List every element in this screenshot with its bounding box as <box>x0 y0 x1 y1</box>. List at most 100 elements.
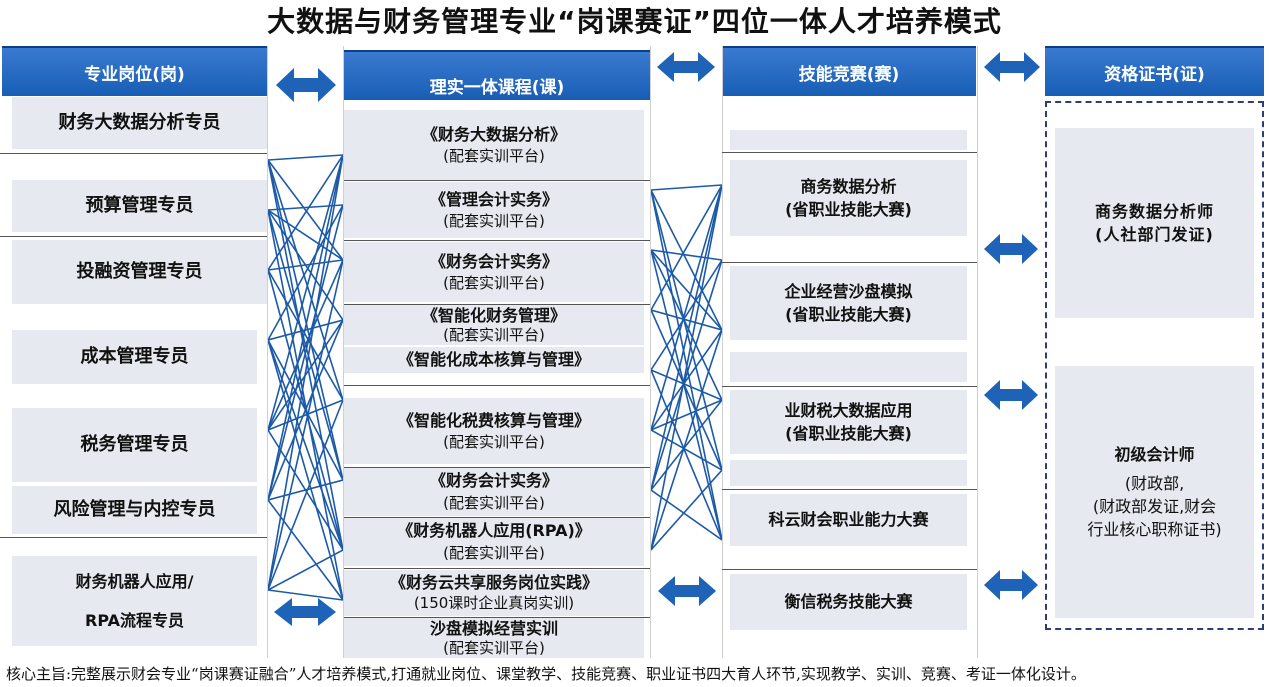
course-item: 《智能化财务管理》(配套实训平台) <box>344 305 644 345</box>
connection-line <box>268 259 343 591</box>
job-item: 成本管理专员 <box>12 330 257 384</box>
connection-line <box>268 159 343 481</box>
connection-line <box>651 259 722 371</box>
connection-line <box>651 489 722 541</box>
contest-item: 业财税大数据应用(省职业技能大赛) <box>730 390 967 454</box>
job-item: 投融资管理专员 <box>12 240 267 304</box>
course-item: 《管理会计实务》(配套实训平台) <box>344 182 644 238</box>
connection-line <box>651 184 722 191</box>
connection-line <box>651 369 722 541</box>
double-arrow-icon <box>276 68 336 102</box>
double-arrow-icon <box>658 576 716 606</box>
divider <box>0 537 267 538</box>
header-contests-label: 技能竞赛(赛) <box>798 64 900 85</box>
connection-line <box>651 184 722 431</box>
connection-line <box>268 399 343 431</box>
connection-line <box>268 204 343 501</box>
job-item: 预算管理专员 <box>12 180 267 232</box>
column-divider <box>343 46 344 658</box>
connection-line <box>268 154 343 161</box>
connection-line <box>651 184 722 491</box>
connection-line <box>651 259 722 491</box>
connection-line <box>651 329 722 431</box>
connection-line <box>651 184 722 551</box>
header-certs: 资格证书(证) <box>1045 46 1264 96</box>
connection-line <box>268 269 343 401</box>
connection-line <box>651 469 722 551</box>
divider <box>344 180 650 181</box>
connection-line <box>268 399 343 591</box>
connection-line <box>268 159 343 261</box>
course-item: 《财务机器人应用(RPA)》(配套实训平台) <box>344 518 644 566</box>
job-item: 财务机器人应用/ RPA流程专员 <box>12 556 257 646</box>
column-divider <box>977 46 978 658</box>
double-arrow-icon <box>984 52 1040 82</box>
divider <box>344 568 650 569</box>
connection-line <box>268 159 343 401</box>
connection-line <box>651 249 722 401</box>
connection-line <box>268 259 343 431</box>
connection-line <box>268 154 343 501</box>
contest-item: 科云财会职业能力大赛 <box>730 494 967 546</box>
double-arrow-icon <box>984 570 1038 600</box>
divider <box>722 386 977 387</box>
job-item: 税务管理专员 <box>12 408 257 482</box>
connection-line <box>268 204 343 211</box>
course-item: 《智能化税费核算与管理》(配套实训平台) <box>344 398 644 464</box>
divider <box>722 569 977 570</box>
course-item: 《智能化成本核算与管理》 <box>344 347 644 373</box>
connection-line <box>651 249 722 331</box>
header-jobs: 专业岗位(岗) <box>2 46 267 96</box>
course-item: 《财务云共享服务岗位实践》(150课时企业真岗实训) <box>344 570 644 616</box>
column-divider <box>267 46 268 658</box>
divider <box>344 517 650 518</box>
connection-line <box>268 339 343 551</box>
connection-lines <box>651 184 722 551</box>
connection-line <box>268 479 343 501</box>
divider <box>344 617 650 618</box>
divider <box>722 262 977 263</box>
job-item: 财务大数据分析专员 <box>12 97 267 149</box>
connection-line <box>268 154 343 591</box>
connection-line <box>651 249 722 541</box>
cert-item: 初级会计师 (财政部, (财政部发证,财会 行业核心职称证书) <box>1055 366 1254 618</box>
divider <box>344 304 650 305</box>
connection-line <box>651 399 722 431</box>
connection-line <box>651 184 722 311</box>
connection-line <box>651 369 722 401</box>
connection-line <box>651 329 722 551</box>
certs-frame <box>1045 101 1264 630</box>
connection-line <box>268 589 343 601</box>
connection-line <box>268 154 343 431</box>
connection-line <box>651 399 722 491</box>
connection-line <box>268 499 343 601</box>
connection-line <box>268 154 343 271</box>
connection-line <box>268 319 343 501</box>
divider <box>0 236 267 237</box>
contest-spacer <box>730 460 967 486</box>
connection-line <box>651 309 722 471</box>
connection-line <box>268 259 343 271</box>
double-arrow-icon <box>984 380 1038 410</box>
contest-item: 商务数据分析(省职业技能大赛) <box>730 160 967 236</box>
connection-line <box>651 189 722 331</box>
cert-item: 商务数据分析师(人社部门发证) <box>1055 128 1254 318</box>
course-item: 《财务会计实务》(配套实训平台) <box>344 468 644 516</box>
header-certs-label: 资格证书(证) <box>1104 64 1205 85</box>
contest-item: 衡信税务技能大赛 <box>730 574 967 630</box>
contest-spacer <box>730 352 967 382</box>
divider <box>722 152 977 153</box>
divider <box>0 153 267 154</box>
job-item: 风险管理与内控专员 <box>12 486 257 534</box>
double-arrow-icon <box>274 598 336 626</box>
connection-line <box>651 189 722 471</box>
connection-lines <box>268 154 343 601</box>
divider <box>344 385 650 386</box>
divider <box>344 467 650 468</box>
course-item: 《财务会计实务》(配套实训平台) <box>344 242 644 302</box>
connection-line <box>651 429 722 471</box>
contest-item: 企业经营沙盘模拟(省职业技能大赛) <box>730 266 967 340</box>
header-courses-label: 理实一体课程(课) <box>429 77 565 98</box>
divider <box>722 489 977 490</box>
connection-line <box>268 209 343 601</box>
